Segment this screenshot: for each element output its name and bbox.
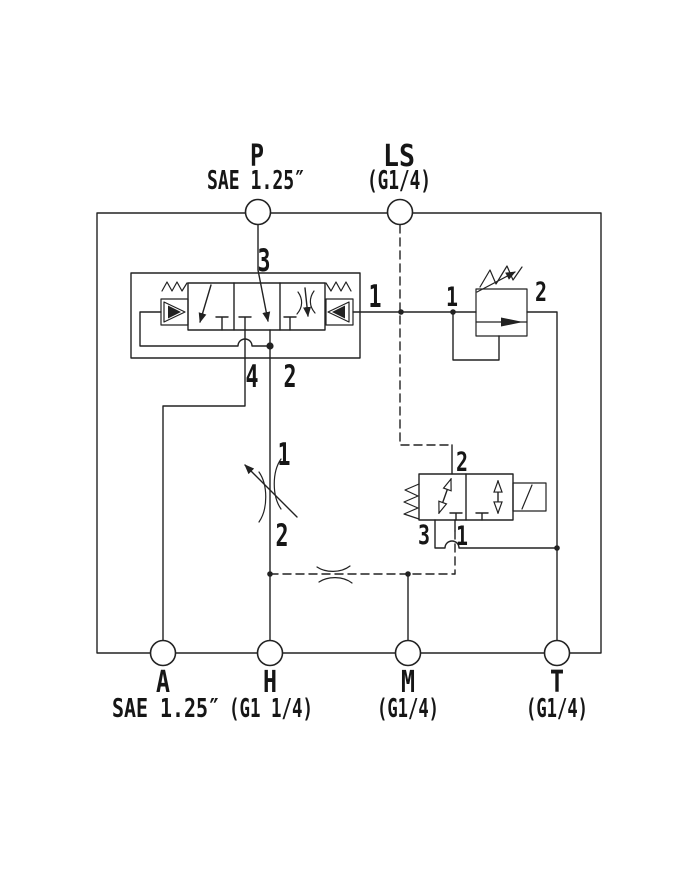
solenoid-slash-icon	[521, 484, 533, 510]
port4-to-A-line	[162, 329, 246, 642]
spool-throttle-arc	[296, 291, 303, 315]
flow-valve-port1-label: 1	[278, 437, 291, 473]
junction-dot	[267, 571, 273, 577]
main-valve-port3-label: 3	[258, 243, 271, 279]
orifice-top-arc	[316, 565, 351, 572]
port-A-circle	[149, 639, 177, 667]
blocked-port-icon	[238, 316, 252, 331]
port-LS-label: LS	[383, 139, 415, 174]
blocked-port-icon	[283, 316, 297, 331]
flow-control-valve	[244, 458, 298, 523]
main-valve-port1-label: 1	[369, 279, 382, 315]
main-valve-port2-label: 2	[284, 359, 297, 395]
relief-pilot-line	[452, 311, 500, 361]
relief-valve-body	[475, 288, 528, 337]
port-P-label: P	[250, 139, 264, 174]
solenoid-box	[512, 482, 547, 512]
relief-adjust-arrow-icon	[476, 271, 516, 293]
pressure-relief-valve	[475, 265, 528, 337]
flow-valve-port2-label: 2	[276, 518, 289, 554]
connection-lines	[162, 224, 560, 642]
pilot-valve-to-tank-line	[434, 519, 558, 549]
port-H-circle	[256, 639, 284, 667]
pilot-operator-right	[325, 298, 354, 326]
pilot-valve-3-2	[403, 473, 547, 521]
port-T-size: (G1/4)	[526, 694, 588, 724]
blocked-port-icon	[449, 512, 463, 521]
pilot-valve-port3-label: 3	[418, 520, 430, 551]
port-M-circle	[394, 639, 422, 667]
port-A-size: SAE 1.25″	[112, 694, 220, 724]
ports	[149, 198, 571, 667]
junction-dot	[405, 571, 411, 577]
port-M-label: M	[401, 665, 415, 700]
throttle-arc-left	[258, 471, 267, 523]
pilot-valve-diagonal-arrow	[439, 479, 451, 513]
relief-flow-arrow-icon	[501, 317, 523, 327]
relief-port2-label: 2	[535, 277, 547, 308]
junction-dot	[266, 342, 274, 350]
blocked-port-icon	[215, 316, 229, 331]
port-A-label: A	[156, 665, 170, 700]
spool-arrow-right	[303, 287, 312, 317]
port-T-circle	[543, 639, 571, 667]
pilot-triangle-left-icon	[168, 305, 181, 319]
orifice-bottom-arc	[318, 577, 353, 584]
port-M-size: (G1/4)	[377, 694, 439, 724]
port-T-label: T	[550, 665, 564, 700]
pilot-triangle-right-icon	[332, 305, 345, 319]
blocked-port-icon	[475, 512, 489, 521]
port-LS-circle	[386, 198, 414, 226]
pilot-valve-spring-icon	[403, 483, 420, 520]
throttle-adjust-arrow-icon	[244, 464, 298, 518]
pilot-valve-port1-label: 1	[456, 521, 468, 552]
p-supply-line	[257, 224, 271, 322]
junction-dot	[398, 309, 404, 315]
relief-port1-label: 1	[446, 282, 458, 313]
spring-right-icon	[325, 281, 352, 292]
port-H-size: (G1 1/4)	[229, 694, 313, 724]
relief-spring-icon	[479, 265, 523, 288]
port-LS-size: (G1/4)	[367, 166, 431, 196]
feedback-line	[139, 311, 271, 347]
port-P-circle	[244, 198, 272, 226]
junction-dot	[450, 309, 456, 315]
valve-body	[187, 282, 326, 331]
relief-to-tank-line	[526, 311, 558, 642]
port-H-label: H	[263, 665, 277, 700]
main-directional-valve	[130, 272, 361, 359]
labels: P SAE 1.25″ LS (G1/4) A SAE 1.25″ H (G1 …	[112, 139, 588, 724]
spool-throttle-arc	[309, 290, 316, 314]
junction-dot	[554, 545, 560, 551]
manifold-frame	[96, 212, 602, 654]
pilot-valve-port2-label: 2	[456, 447, 468, 478]
spring-left-icon	[161, 281, 188, 292]
valve-assembly-box	[130, 272, 361, 359]
main-valve-port4-label: 4	[246, 359, 259, 395]
ls-sense-line	[399, 224, 453, 446]
throttle-arc-right	[273, 458, 282, 510]
port-P-size: SAE 1.25″	[207, 166, 305, 196]
spool-arrow-left	[198, 284, 212, 323]
